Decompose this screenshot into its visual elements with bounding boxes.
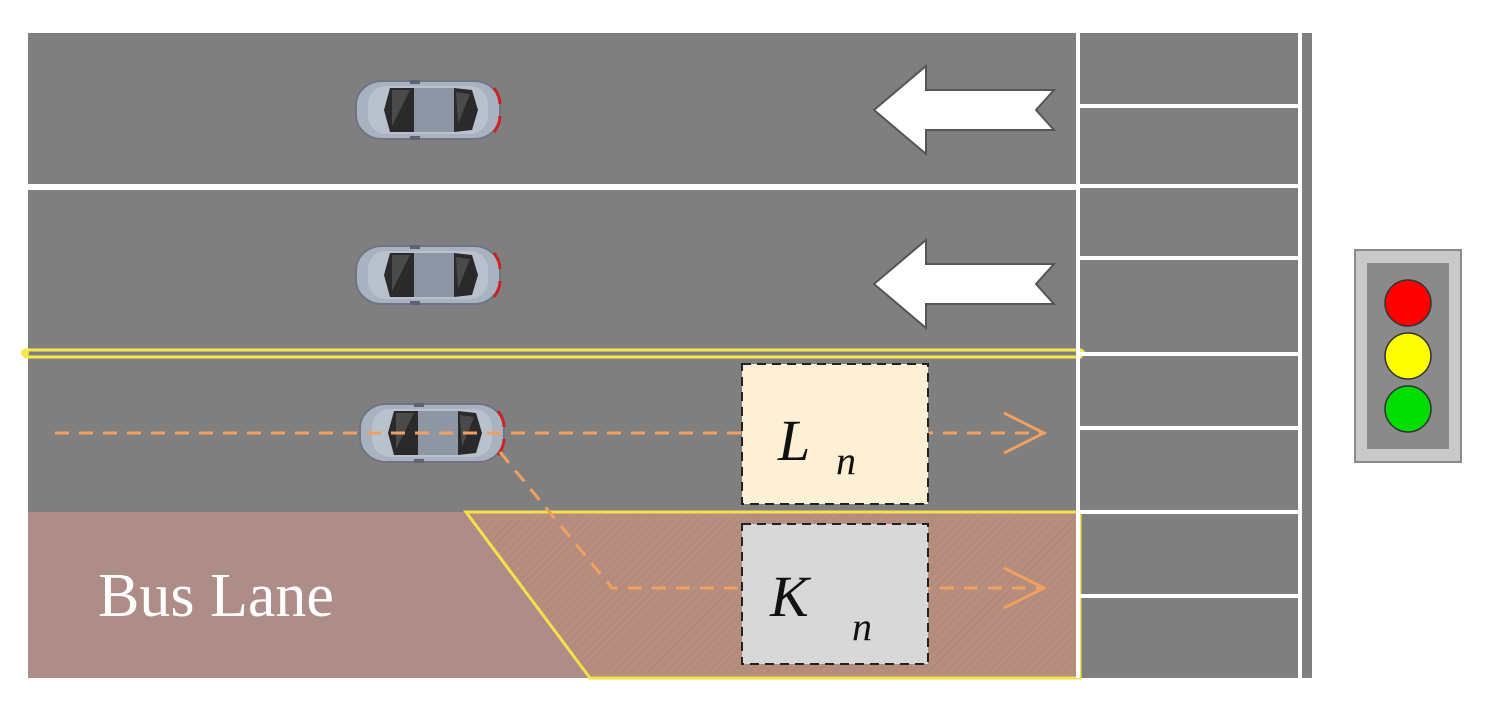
zone-L-symbol: L	[777, 408, 810, 473]
zone-K-subscript: n	[852, 604, 872, 649]
red-lamp	[1384, 279, 1432, 327]
detection-zone-K	[741, 523, 929, 665]
green-lamp	[1384, 385, 1432, 433]
trajectory-arrowheads	[1003, 411, 1048, 610]
zone-K-symbol: K	[769, 564, 812, 629]
traffic-light-icon	[1354, 249, 1462, 463]
car-icon	[354, 243, 502, 307]
lane-divider-white	[28, 184, 1080, 190]
zone-L-subscript: n	[836, 438, 856, 483]
crosswalk-stripes	[1080, 104, 1300, 598]
car-icon	[354, 78, 502, 142]
detection-zone-L	[741, 363, 929, 505]
yellow-lamp	[1384, 332, 1432, 380]
centerline-start-dot	[21, 349, 29, 357]
bus-lane-label: Bus Lane	[98, 562, 334, 630]
car-icon	[358, 401, 506, 465]
